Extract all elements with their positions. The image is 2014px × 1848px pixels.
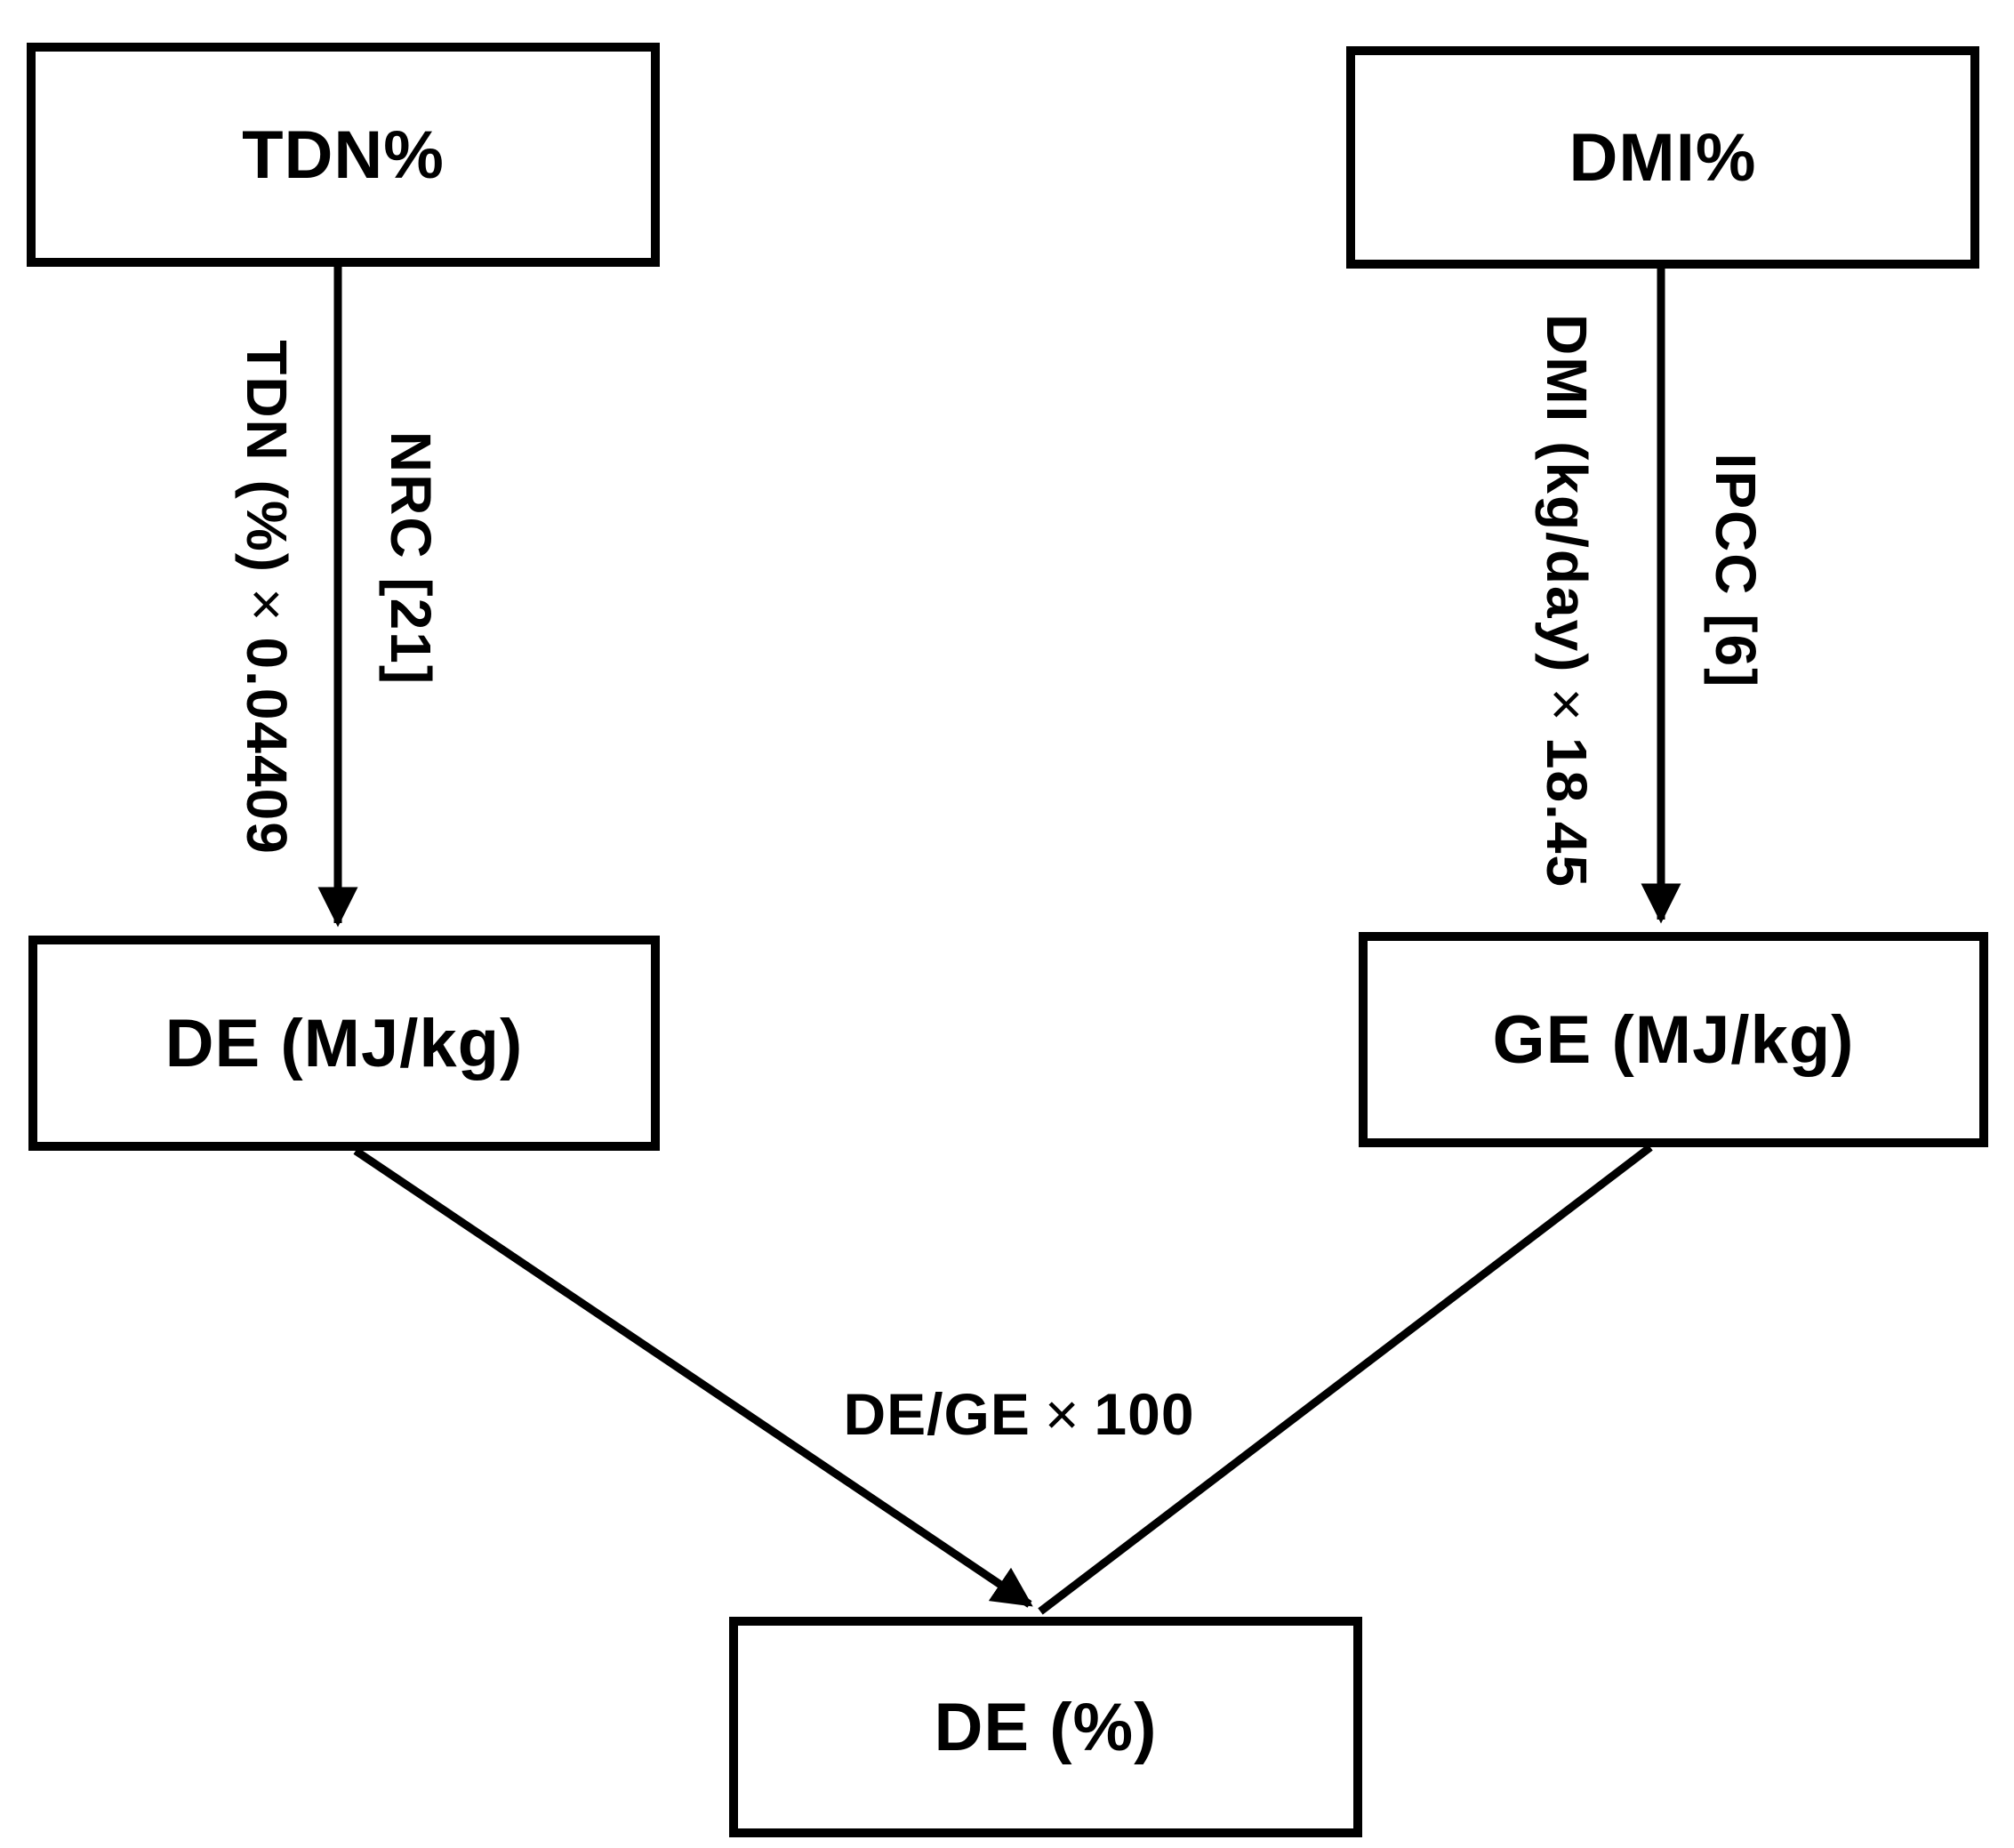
line-ge-to-merge (1038, 1144, 1653, 1615)
dmi-multiply-sign: × (1535, 687, 1599, 723)
node-tdn-label: TDN% (242, 117, 445, 193)
edge-label-nrc-source: NRC [21] (378, 431, 444, 686)
tdn-multiply-sign: × (235, 588, 299, 623)
node-dmi: DMI% (1346, 46, 1979, 269)
edge-label-ipcc-source: IPCC [6] (1703, 454, 1769, 689)
ipcc-source-text: IPCC [6] (1704, 453, 1768, 689)
arrow-de-to-merge (353, 1147, 1033, 1608)
tdn-formula-post: 0.04409 (235, 637, 299, 856)
node-de-mj-label: DE (MJ/kg) (164, 1005, 524, 1081)
node-dmi-label: DMI% (1569, 119, 1757, 196)
edge-label-dmi-formula: DMI (kg/day) × 18.45 (1534, 314, 1600, 888)
edge-label-tdn-formula: TDN (%) × 0.04409 (234, 340, 300, 856)
edge-label-merge-formula: DE/GE×100 (843, 1380, 1194, 1448)
node-de-mj: DE (MJ/kg) (28, 936, 660, 1151)
node-tdn: TDN% (27, 43, 660, 267)
nrc-source-text: NRC [21] (379, 430, 443, 687)
tdn-formula-pre: TDN (%) (235, 340, 299, 574)
merge-formula-post: 100 (1094, 1381, 1195, 1447)
node-ge-mj: GE (MJ/kg) (1359, 932, 1988, 1147)
node-de-pct: DE (%) (729, 1617, 1362, 1837)
dmi-formula-post: 18.45 (1535, 736, 1599, 888)
merge-multiply-sign: × (1044, 1381, 1080, 1447)
node-ge-mj-label: GE (MJ/kg) (1492, 1001, 1855, 1078)
dmi-formula-pre: DMI (kg/day) (1535, 314, 1599, 674)
merge-formula-pre: DE/GE (843, 1381, 1031, 1447)
node-de-pct-label: DE (%) (934, 1689, 1158, 1765)
